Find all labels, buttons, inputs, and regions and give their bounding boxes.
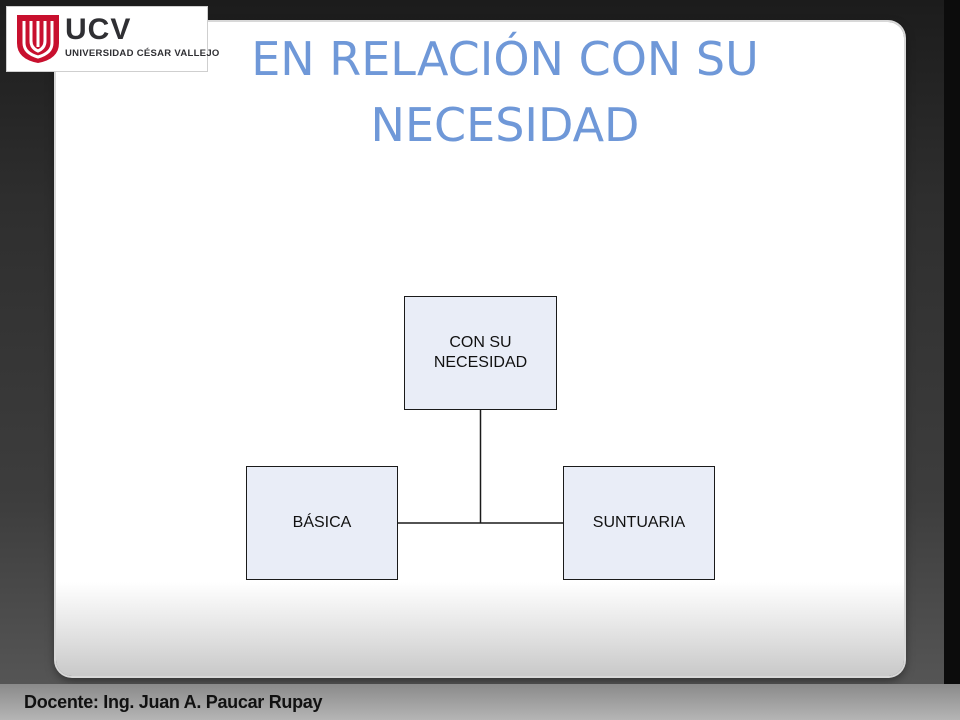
slide-title-line-1: EN RELACIÓN CON SU: [251, 32, 759, 86]
diagram-node-basica: BÁSICA: [246, 466, 398, 580]
right-edge-strip: [944, 0, 960, 720]
logo-title: UCV: [65, 13, 132, 46]
footer-docente: Docente: Ing. Juan A. Paucar Rupay: [24, 692, 323, 712]
ucv-shield-icon: [17, 15, 59, 63]
diagram-node-suntuaria: SUNTUARIA: [563, 466, 715, 580]
diagram-node-root: CON SU NECESIDAD: [404, 296, 557, 410]
blank-area: [382, 206, 582, 268]
footer-bar: [0, 684, 960, 720]
slide-title-line-2: NECESIDAD: [370, 98, 640, 152]
ucv-logo: UCV UNIVERSIDAD CÉSAR VALLEJO: [6, 6, 219, 72]
slide-title: EN RELACIÓN CON SU NECESIDAD: [220, 26, 790, 158]
logo-subtitle: UNIVERSIDAD CÉSAR VALLEJO: [65, 48, 220, 59]
